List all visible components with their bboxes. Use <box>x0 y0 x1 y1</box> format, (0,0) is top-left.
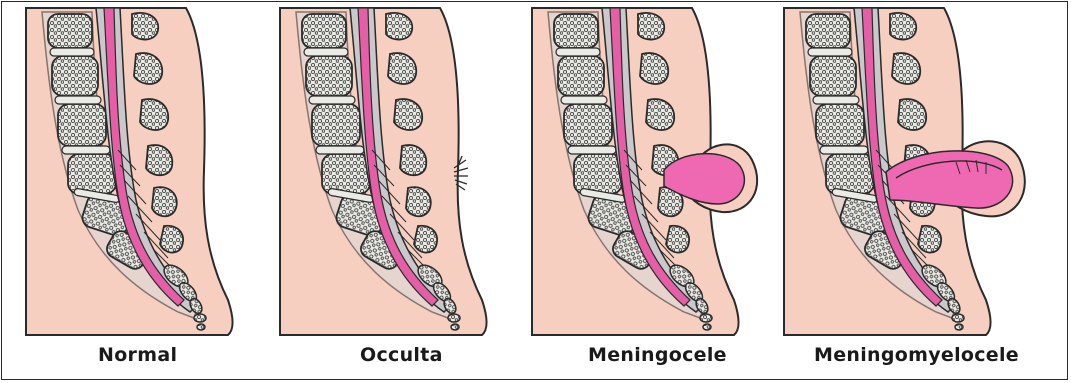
label-meningomyelocele: Meningomyelocele <box>814 344 1019 366</box>
panel-normal <box>26 8 233 335</box>
panel-occulta <box>280 8 487 335</box>
panel-meningomyelocele <box>784 8 1025 335</box>
panel-meningocele <box>532 8 757 335</box>
label-normal: Normal <box>98 344 177 366</box>
label-meningocele: Meningocele <box>588 344 727 366</box>
label-occulta: Occulta <box>360 344 443 366</box>
